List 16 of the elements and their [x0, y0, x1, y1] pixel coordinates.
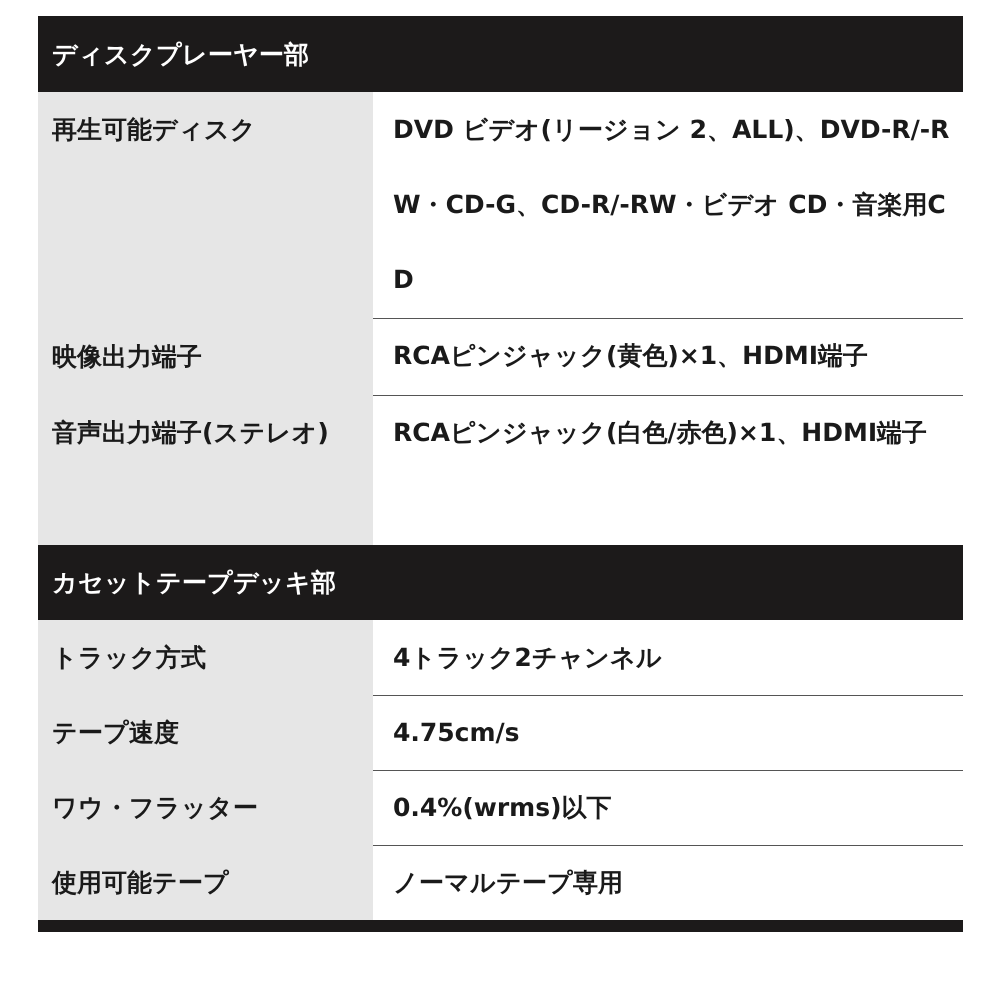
spec-value: DVD ビデオ(リージョン 2、ALL)、DVD-R/-RW・CD-G、CD-R/-RW・ビデオ CD・音楽用CD [393, 114, 950, 296]
spec-label-cell: 音声出力端子(ステレオ) [38, 395, 373, 545]
spec-label-cell: 使用可能テープ [38, 845, 373, 920]
spec-label-cell: テープ速度 [38, 695, 373, 770]
spec-value: RCAピンジャック(白色/赤色)×1、HDMI端子 [393, 417, 928, 449]
spec-label-cell: 映像出力端子 [38, 318, 373, 395]
spec-value: 4トラック2チャンネル [393, 642, 663, 674]
spec-value: RCAピンジャック(黄色)×1、HDMI端子 [393, 340, 869, 372]
spec-label-cell: トラック方式 [38, 620, 373, 695]
spec-label-cell: 再生可能ディスク [38, 92, 373, 318]
spec-value: 4.75cm/s [393, 717, 521, 749]
section-header: カセットテープデッキ部 [38, 545, 963, 620]
spec-value: ノーマルテープ専用 [393, 867, 624, 899]
section-header: ディスクプレーヤー部 [38, 16, 963, 92]
spec-value: 0.4%(wrms)以下 [393, 792, 613, 824]
spec-label-cell: ワウ・フラッター [38, 770, 373, 845]
